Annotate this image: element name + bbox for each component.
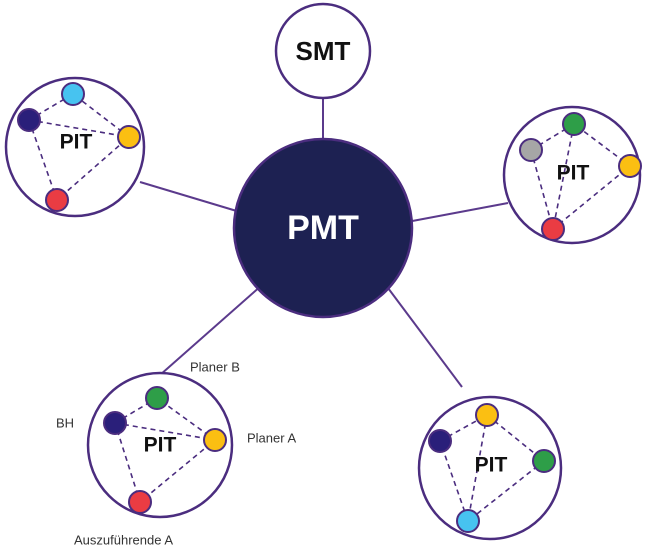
role-label-bh: BH (56, 415, 74, 430)
pit-team-bottom-left: PIT (86, 371, 234, 519)
pit-team-right: PIT (502, 105, 642, 245)
member-navy (17, 108, 41, 132)
member-yellow (618, 154, 642, 178)
pit-label: PIT (475, 454, 508, 477)
pit-label: PIT (144, 434, 177, 457)
pmt-hub: PMT (232, 137, 414, 319)
smt-label: SMT (296, 36, 351, 66)
member-green (562, 112, 586, 136)
member-red (541, 217, 565, 241)
member-light-blue (456, 509, 480, 533)
connector-pit-bottom-left (159, 284, 263, 376)
role-label-planer-a: Planer A (247, 430, 296, 445)
member-gray (519, 138, 543, 162)
member-navy (103, 411, 127, 435)
member-red (128, 490, 152, 514)
pmt-label: PMT (287, 209, 359, 247)
smt-node: SMT (274, 2, 372, 100)
member-green (145, 386, 169, 410)
member-green (532, 449, 556, 473)
member-light-blue (61, 82, 85, 106)
role-label-planer-b: Planer B (190, 359, 240, 374)
connector-pit-bottom-right (387, 287, 463, 388)
pit-label: PIT (60, 131, 93, 154)
role-label-auszufuehrende-a: Auszuführende A (74, 532, 173, 547)
member-red (45, 188, 69, 212)
member-yellow (203, 428, 227, 452)
role-labels: Planer B BH Planer A Auszuführende A (56, 359, 296, 547)
pit-team-top-left: PIT (4, 76, 146, 218)
connector-lines (139, 98, 509, 388)
member-navy (428, 429, 452, 453)
member-yellow (475, 403, 499, 427)
connector-pit-top-left (139, 181, 241, 213)
pit-label: PIT (557, 162, 590, 185)
pit-team-bottom-right: PIT (417, 395, 563, 541)
member-yellow (117, 125, 141, 149)
connector-pit-right (406, 202, 509, 223)
